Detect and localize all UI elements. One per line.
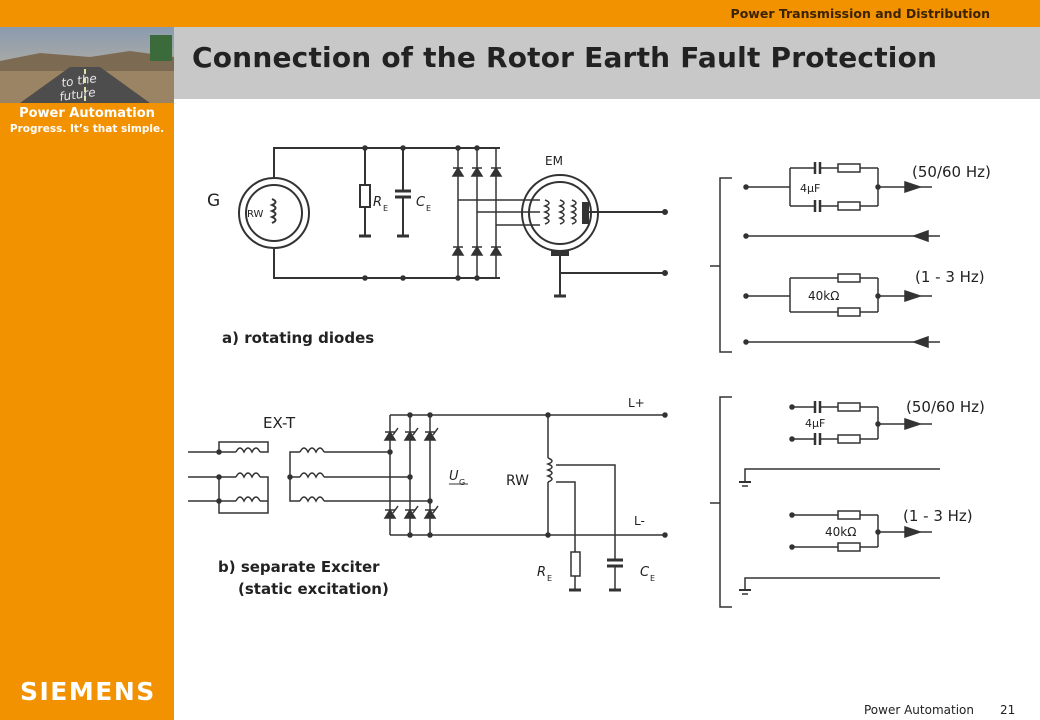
transformer-label: EX-T (263, 414, 296, 432)
brand-title: Power Automation (19, 106, 155, 121)
road-photo: to the future (0, 27, 174, 103)
footer-label: Power Automation (864, 703, 974, 717)
svg-text:future: future (58, 85, 96, 103)
sidebar: to the future Power Automation Progress.… (0, 0, 174, 720)
resistor-label-b: R (537, 565, 546, 580)
res-label-b: 40kΩ (825, 525, 856, 539)
freq-label-a-bottom: (1 - 3 Hz) (915, 268, 985, 286)
exciter-machine (521, 174, 668, 298)
freq-label-b-top: (50/60 Hz) (906, 398, 985, 416)
circuit-diagrams: G RW R E C E (174, 99, 1040, 703)
cap-label-a: 4μF (800, 182, 820, 195)
thyristor-bridge (383, 412, 668, 538)
diagram-b: EX-T (188, 396, 985, 608)
rotor-winding-b (545, 412, 623, 592)
capacitor-label-b: C (640, 565, 650, 580)
header-orange-band: Power Transmission and Distribution (174, 0, 1040, 27)
brand-box: Power Automation Progress. It’s that sim… (0, 103, 174, 145)
lplus-label: L+ (628, 396, 645, 410)
diode-bridge-a (362, 145, 540, 281)
generator-label: G (207, 191, 220, 211)
voltage-label: U (449, 469, 459, 484)
page-number: 21 (1000, 703, 1016, 717)
capacitor-sub-a: E (426, 204, 431, 213)
voltage-sub: G (459, 478, 465, 487)
exciter-label: EM (545, 154, 563, 168)
capacitor-label-a: C (416, 195, 426, 210)
capacitor-sub-b: E (650, 574, 655, 583)
resistor-sub-a: E (383, 204, 388, 213)
caption-a: a) rotating diodes (222, 329, 374, 347)
resistor-label-a: R (373, 195, 382, 210)
winding-label-b: RW (506, 473, 529, 489)
exciter-transformer (188, 441, 430, 514)
freq-label-a-top: (50/60 Hz) (912, 163, 991, 181)
siemens-logo: SIEMENS (20, 677, 156, 706)
road-sign-text: to the (60, 71, 97, 90)
res-label-a: 40kΩ (808, 289, 839, 303)
resistor-sub-b: E (547, 574, 552, 583)
winding-label-a: RW (247, 209, 264, 220)
caption-b-line2: (static excitation) (238, 580, 389, 598)
relay-block-b (710, 396, 940, 608)
lminus-label: L- (634, 514, 645, 528)
page-title: Connection of the Rotor Earth Fault Prot… (192, 41, 938, 74)
title-bar (174, 27, 1040, 99)
brand-tagline: Progress. It’s that simple. (9, 123, 165, 135)
freq-label-b-bottom: (1 - 3 Hz) (903, 507, 973, 525)
diagram-a: G RW R E C E (207, 145, 991, 353)
relay-block-a (710, 162, 940, 353)
caption-b-line1: b) separate Exciter (218, 558, 380, 576)
section-title: Power Transmission and Distribution (730, 6, 990, 21)
cap-label-b: 4μF (805, 417, 825, 430)
